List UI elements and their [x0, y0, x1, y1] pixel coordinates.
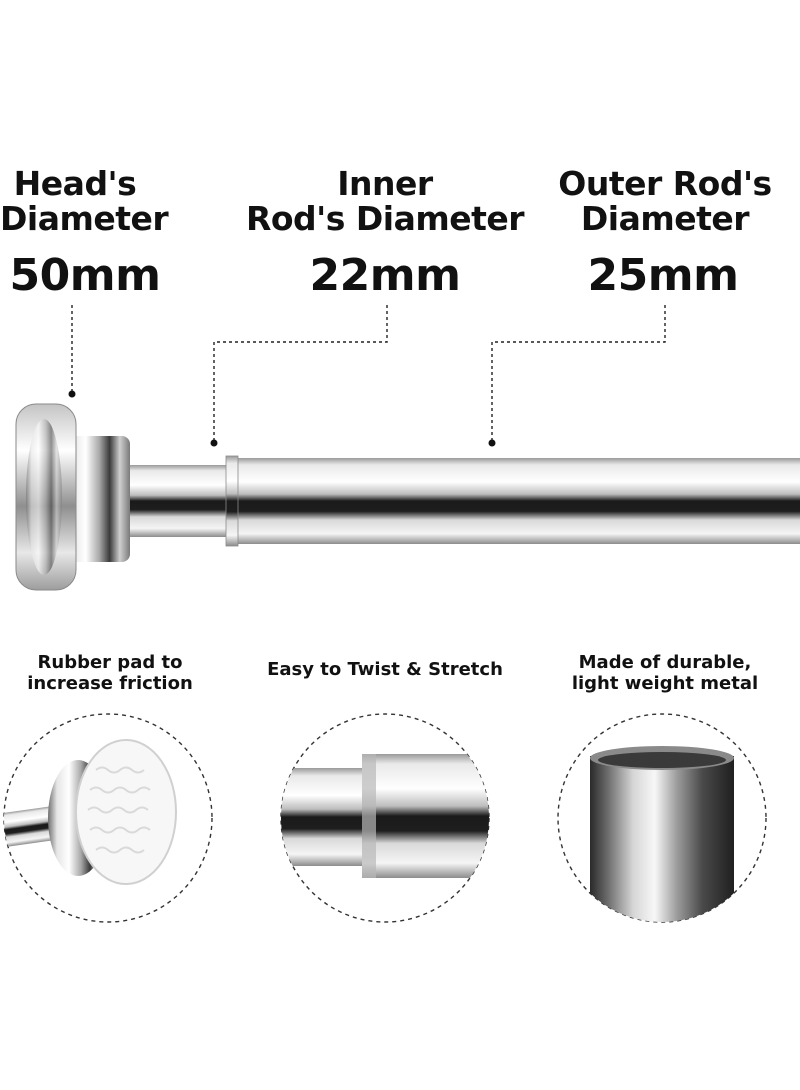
inner-rod-diameter-label-line1: Inner — [337, 164, 433, 203]
outer-rod-diameter-value: 25mm — [587, 250, 739, 301]
metal-caption-line2: light weight metal — [571, 673, 759, 694]
twist-detail-image — [281, 754, 489, 878]
outer-rod-diameter-label: Outer Rod's Diameter — [540, 166, 790, 236]
inner-leader-line — [213, 305, 388, 440]
twist-caption: Easy to Twist & Stretch — [250, 659, 520, 680]
outer-rod-diameter-label-line2: Diameter — [580, 199, 750, 238]
rubber-pad-caption-line1: Rubber pad to — [37, 652, 183, 673]
rubber-pad-detail-circle — [3, 713, 213, 923]
outer-leader-line — [491, 305, 666, 440]
leader-lines — [71, 305, 666, 440]
outer-rod-diameter-label-line1: Outer Rod's — [558, 164, 772, 203]
outer-leader-dot — [488, 439, 496, 447]
twist-caption-line1: Easy to Twist & Stretch — [267, 659, 503, 680]
metal-detail-image — [590, 746, 734, 922]
rubber-pad-caption: Rubber pad to increase friction — [10, 652, 210, 694]
head-diameter-label-line2: Diameter — [0, 199, 169, 238]
head-diameter-label-line1: Head's — [13, 164, 137, 203]
inner-rod — [118, 465, 230, 537]
head-diameter-label: Head's Diameter — [0, 164, 169, 238]
head-leader-dot — [68, 390, 76, 398]
head-cap-highlight — [26, 419, 62, 575]
outer-rod — [228, 458, 800, 544]
rubber-pad-caption-line2: increase friction — [27, 673, 193, 694]
inner-rod-diameter-label: Inner Rod's Diameter — [230, 166, 540, 236]
head-collar — [62, 436, 130, 562]
head-diameter-value: 50mm — [9, 250, 161, 301]
inner-rod-diameter-label-line2: Rod's Diameter — [245, 199, 525, 238]
inner-rod-diameter-value: 22mm — [309, 250, 461, 301]
metal-caption: Made of durable, light weight metal — [560, 652, 770, 694]
inner-leader-dot — [210, 439, 218, 447]
metal-caption-line1: Made of durable, — [578, 652, 752, 673]
rod-joint-ring — [225, 455, 239, 547]
rubber-pad-detail-image — [4, 739, 177, 885]
